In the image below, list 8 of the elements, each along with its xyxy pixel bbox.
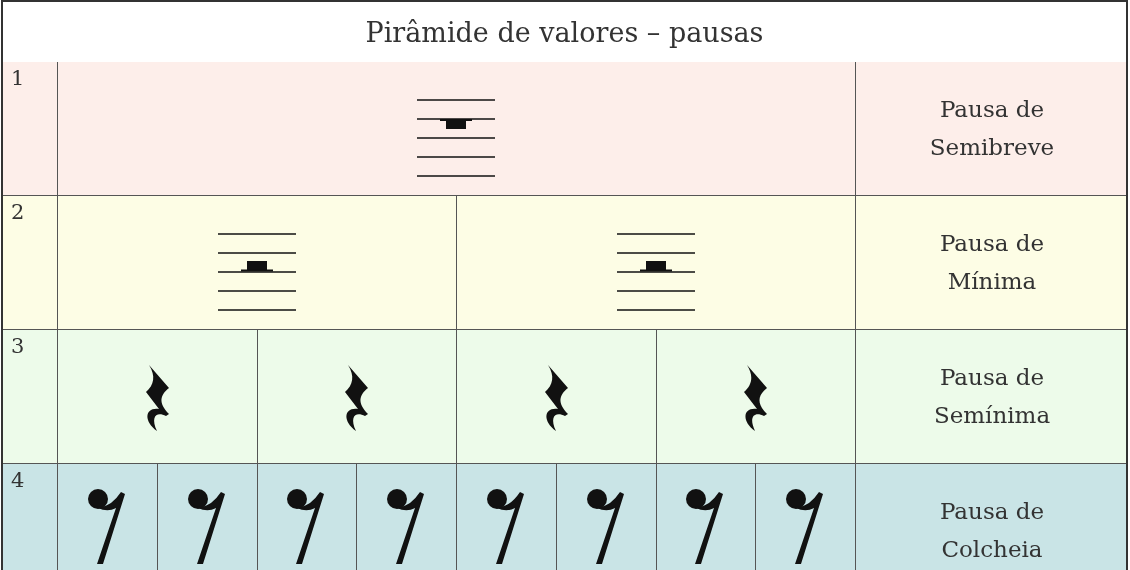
rest-name: Pausa de Semínima bbox=[932, 362, 1052, 430]
row-number: 1 bbox=[11, 66, 25, 90]
row-number: 3 bbox=[11, 334, 25, 358]
rest-name: Pausa de Semibreve bbox=[928, 94, 1056, 162]
row-number: 4 bbox=[11, 468, 25, 492]
row-number: 2 bbox=[11, 200, 25, 224]
rest-name: Pausa de Colcheia bbox=[938, 496, 1046, 564]
rest-name: Pausa de Mínima bbox=[938, 228, 1046, 296]
